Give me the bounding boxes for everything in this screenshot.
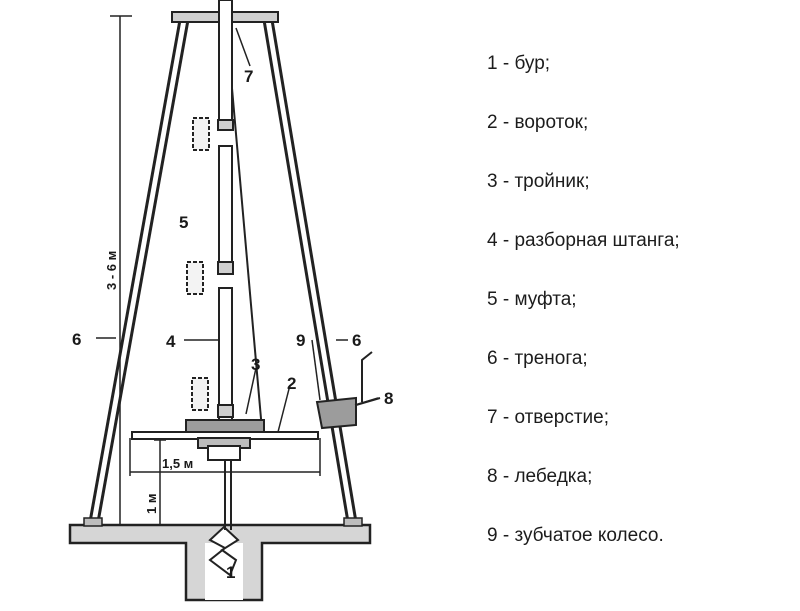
legend-item-tripod: 6 - тренога; bbox=[487, 348, 588, 369]
dimension-lines bbox=[110, 15, 321, 526]
legend-item-crank: 2 - вороток; bbox=[487, 112, 589, 133]
callout-2: 2 bbox=[287, 374, 296, 393]
drill-rod bbox=[217, 0, 234, 530]
couplings bbox=[186, 117, 210, 411]
callouts: 7 5 6 4 9 6 3 2 8 1 bbox=[72, 67, 393, 582]
callout-5: 5 bbox=[179, 213, 188, 232]
legend-item-tee: 3 - тройник; bbox=[487, 171, 590, 192]
callout-1: 1 bbox=[226, 563, 235, 582]
height-dimension-label: 3 - 6 м bbox=[104, 251, 119, 290]
callout-9: 9 bbox=[296, 331, 305, 350]
platform-width-label: 1,5 м bbox=[162, 456, 193, 471]
callout-4: 4 bbox=[166, 332, 176, 351]
leader-lines bbox=[96, 27, 379, 433]
legend-item-drill: 1 - бур; bbox=[487, 53, 551, 74]
legend: 1 - бур; 2 - вороток; 3 - тройник; 4 - р… bbox=[487, 44, 680, 575]
callout-6-left: 6 bbox=[72, 330, 81, 349]
legend-item-winch: 8 - лебедка; bbox=[487, 466, 593, 487]
dimension-labels: 3 - 6 м 1,5 м 1 м bbox=[104, 251, 193, 514]
legend-item-gear: 9 - зубчатое колесо. bbox=[487, 525, 664, 546]
tee-and-crank bbox=[131, 419, 319, 461]
legend-item-coupling: 5 - муфта; bbox=[487, 289, 577, 310]
callout-8: 8 bbox=[384, 389, 393, 408]
callout-3: 3 bbox=[251, 355, 260, 374]
legend-item-rod: 4 - разборная штанга; bbox=[487, 230, 680, 251]
callout-6-right: 6 bbox=[352, 331, 361, 350]
callout-7: 7 bbox=[244, 67, 253, 86]
drill-bit bbox=[208, 525, 240, 577]
platform-height-label: 1 м bbox=[144, 494, 159, 514]
legend-item-hole: 7 - отверстие; bbox=[487, 407, 609, 428]
